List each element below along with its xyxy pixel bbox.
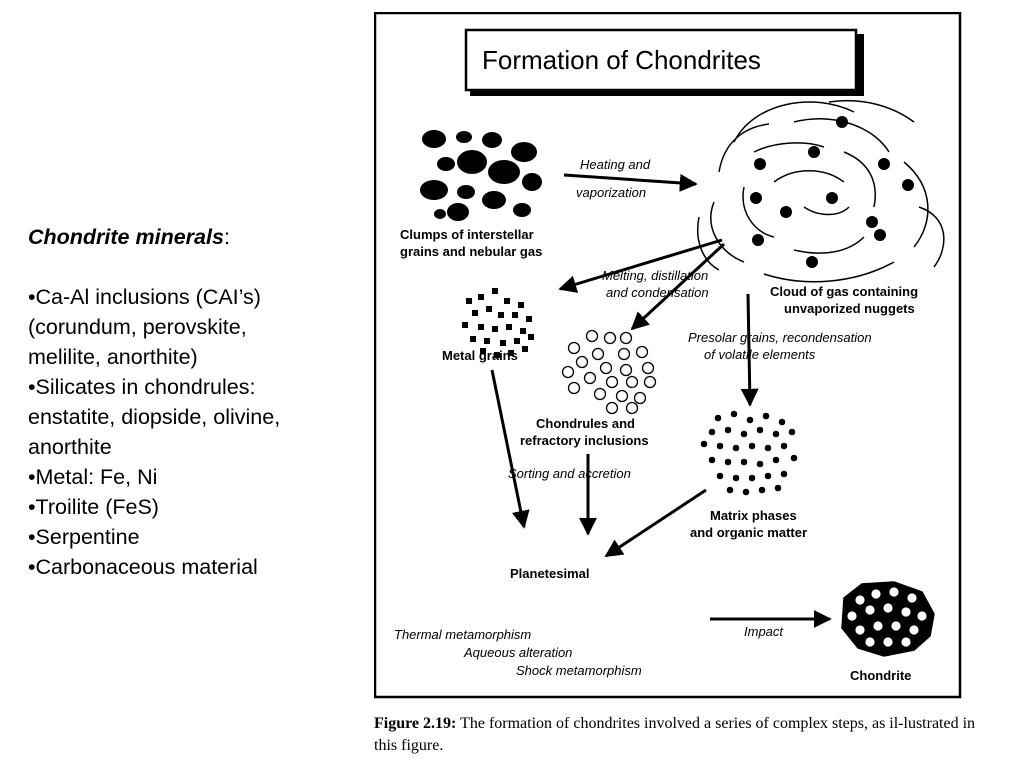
thermal-metamorphism-label: Thermal metamorphism [394,627,531,642]
melting-label: Melting, distillation and condensation [602,268,712,300]
gas-cloud-illustration [697,99,945,283]
cloud-to-chondrules-arrow [630,242,726,331]
mineral-list-line: enstatite, diopside, olivine, [28,405,281,429]
mineral-list-line: •Silicates in chondrules: [28,375,256,399]
mineral-list-line: melilite, anorthite) [28,345,198,369]
mineral-heading-colon: : [223,225,230,249]
mineral-list-line: •Ca-Al inclusions (CAI’s) [28,285,261,309]
metal-grains-illustration [462,288,534,358]
sorting-label: Sorting and accretion [508,466,631,481]
mineral-heading-text: Chondrite minerals [28,225,224,249]
figure-caption-label: Figure 2.19: [374,715,457,732]
matrix-label: Matrix phases and organic matter [690,508,807,540]
cloud-to-matrix-arrow [740,293,759,407]
mineral-list-line: anorthite [28,435,112,459]
chondrite-formation-diagram: Formation of Chondrites Clumps of inters… [374,12,962,699]
shock-metamorphism-label: Shock metamorphism [516,663,642,678]
mineral-list-line: (corundum, perovskite, [28,315,247,339]
chondrite-illustration [841,581,935,657]
gas-cloud-nuggets [750,116,914,268]
matrix-phases-illustration [700,410,798,496]
mineral-list-line: •Troilite (FeS) [28,495,159,519]
heating-arrow [563,173,698,192]
diagram-frame [374,12,962,699]
cloud-label: Cloud of gas containing unvaporized nugg… [770,284,922,316]
impact-label: Impact [744,624,784,639]
heating-label: Heating and vaporization [576,157,654,200]
clumps-illustration [420,130,542,221]
presolar-label: Presolar grains, recondensation of volat… [688,330,875,362]
chondrite-label: Chondrite [850,668,911,683]
planetesimal-label: Planetesimal [510,566,590,581]
matrix-to-planetesimal-arrow [604,488,707,558]
metal-to-planetesimal-arrow [490,369,530,529]
mineral-list-line: •Carbonaceous material [28,555,258,579]
clumps-label: Clumps of interstellar grains and nebula… [400,227,542,259]
figure-caption-text: The formation of chondrites involved a s… [374,715,976,754]
cloud-to-metal-arrow [558,238,723,293]
figure-caption: Figure 2.19: The formation of chondrites… [374,713,994,757]
aqueous-alteration-label: Aqueous alteration [463,645,572,660]
chondrules-illustration [561,329,657,415]
mineral-list-line: •Serpentine [28,525,140,549]
chondrules-label: Chondrules and refractory inclusions [520,416,649,448]
title-box [464,28,858,92]
mineral-list-heading: Chondrite minerals: [28,222,348,252]
metal-grains-label: Metal grains [442,348,518,363]
diagram-title: Formation of Chondrites [482,45,761,75]
mineral-list-panel: Chondrite minerals: •Ca-Al inclusions (C… [28,222,348,582]
mineral-list-line: •Metal: Fe, Ni [28,465,158,489]
